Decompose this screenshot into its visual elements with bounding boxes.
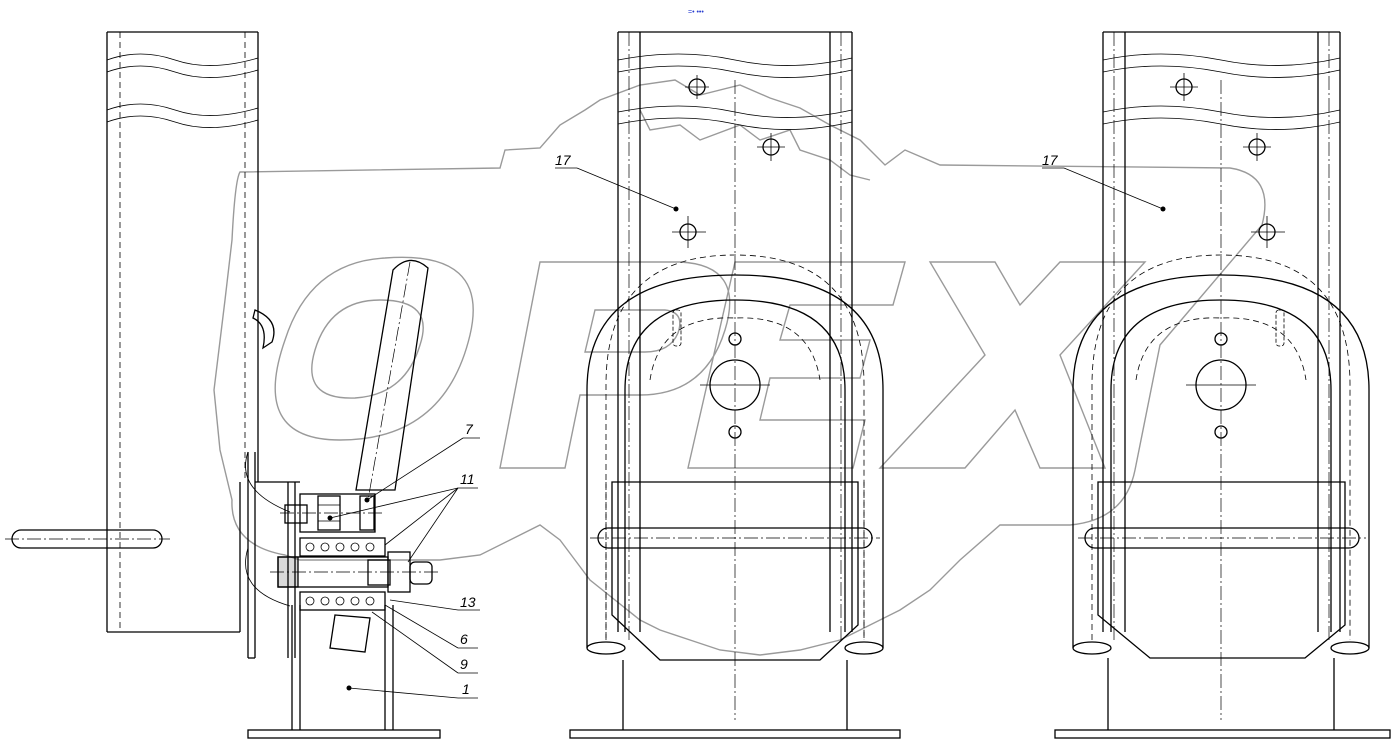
watermark-gear xyxy=(213,79,1266,656)
callout-7: 7 xyxy=(465,421,474,437)
middle-view xyxy=(569,31,901,739)
left-view xyxy=(5,31,441,739)
top-note: =• ••• xyxy=(688,9,704,16)
callout-6: 6 xyxy=(460,631,468,647)
right-view xyxy=(1054,31,1391,739)
spring-coils xyxy=(305,542,375,606)
callout-13: 13 xyxy=(460,594,476,610)
callout-17-middle: 17 xyxy=(555,152,572,168)
callout-leaders xyxy=(327,167,1166,699)
watermark-letters xyxy=(274,256,1147,469)
callout-17-right: 17 xyxy=(1042,152,1059,168)
callout-1: 1 xyxy=(462,681,470,697)
callout-9: 9 xyxy=(460,656,468,672)
callout-11: 11 xyxy=(460,471,475,487)
